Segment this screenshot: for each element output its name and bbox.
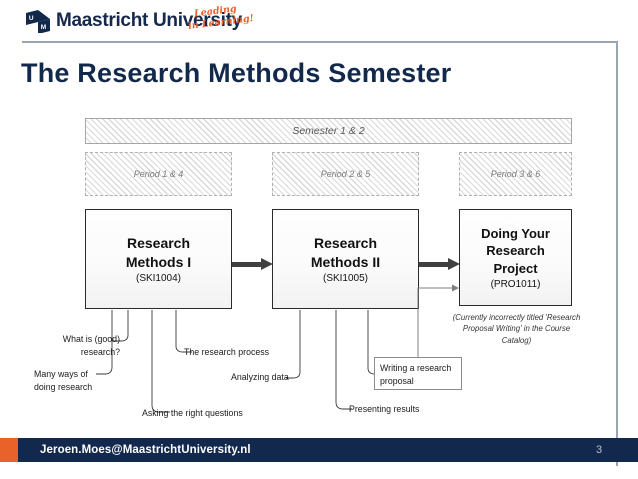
arrow-1-shaft bbox=[232, 262, 262, 267]
topic-label-the-research-process: The research process bbox=[184, 347, 270, 357]
course-box-research-project: Doing Your Research Project (PRO1011) bbox=[459, 209, 572, 306]
course-3-catalog-note: (Currently incorrectly titled 'Research … bbox=[452, 313, 581, 345]
course-3-code: (PRO1011) bbox=[490, 278, 541, 290]
topic-1-line2: research? bbox=[80, 346, 120, 357]
topic-label-what-is-good-research: What is (good) research? bbox=[40, 333, 120, 359]
period-box-1: Period 1 & 4 bbox=[85, 152, 232, 196]
svg-text:M: M bbox=[41, 24, 46, 31]
period-box-2: Period 2 & 5 bbox=[272, 152, 419, 196]
course-2-name-line2: Methods II bbox=[310, 253, 381, 270]
writing-a-research-proposal-box: Writing a research proposal bbox=[374, 357, 462, 390]
course-1-name-line2: Methods I bbox=[125, 253, 192, 270]
proposal-line2: proposal bbox=[380, 376, 414, 387]
footer-accent-block bbox=[0, 438, 18, 462]
course-box-research-methods-1: Research Methods I (SKI1004) bbox=[85, 209, 232, 309]
topic-label-many-ways-of-doing-research: Many ways of doing research bbox=[34, 368, 122, 394]
period-label-3: Period 3 & 6 bbox=[490, 169, 541, 179]
course-1-name-line1: Research bbox=[126, 235, 191, 252]
period-label-2: Period 2 & 5 bbox=[320, 169, 371, 179]
brand-name: Maastricht University bbox=[56, 10, 242, 31]
footer-bar: Jeroen.Moes@MaastrichtUniversity.nl 3 bbox=[18, 438, 638, 462]
arrow-2-head bbox=[448, 258, 460, 270]
semester-label: Semester 1 & 2 bbox=[292, 125, 365, 137]
proposal-line1: Writing a research bbox=[380, 363, 452, 373]
frame-right-rule bbox=[616, 41, 618, 466]
page-title: The Research Methods Semester bbox=[21, 58, 452, 88]
arrow-2-shaft bbox=[419, 262, 449, 267]
maastricht-flag-icon: U M bbox=[26, 10, 50, 33]
proposal-arrow-head bbox=[452, 284, 459, 292]
course-box-research-methods-2: Research Methods II (SKI1005) bbox=[272, 209, 419, 309]
course-3-name-line3: Project bbox=[493, 260, 538, 276]
svg-text:U: U bbox=[29, 15, 34, 22]
footer-page-number: 3 bbox=[596, 444, 603, 456]
course-2-name-line1: Research bbox=[313, 235, 378, 252]
topic-2-line2: doing research bbox=[34, 381, 93, 392]
course-2-code: (SKI1005) bbox=[322, 272, 369, 284]
course-3-name-line2: Research bbox=[486, 243, 545, 259]
semester-bar: Semester 1 & 2 bbox=[85, 118, 572, 144]
course-1-code: (SKI1004) bbox=[135, 272, 182, 284]
topic-label-analyzing-data: Analyzing data bbox=[231, 372, 289, 382]
frame-top-rule bbox=[22, 41, 618, 43]
topic-label-presenting-results: Presenting results bbox=[349, 404, 420, 414]
period-label-1: Period 1 & 4 bbox=[133, 169, 184, 179]
arrow-1-head bbox=[261, 258, 273, 270]
arrow-course2-to-course3 bbox=[419, 258, 461, 270]
topic-label-asking-the-right-questions: Asking the right questions bbox=[142, 408, 243, 418]
slide-header: U M Maastricht University Leading in Lea… bbox=[0, 0, 638, 42]
topic-2-line1: Many ways of bbox=[34, 369, 88, 379]
topic-1-line1: What is (good) bbox=[62, 334, 120, 344]
footer-email: Jeroen.Moes@MaastrichtUniversity.nl bbox=[40, 444, 251, 456]
period-box-3: Period 3 & 6 bbox=[459, 152, 572, 196]
arrow-course1-to-course2 bbox=[232, 258, 274, 270]
course-3-name-line1: Doing Your bbox=[481, 226, 550, 242]
